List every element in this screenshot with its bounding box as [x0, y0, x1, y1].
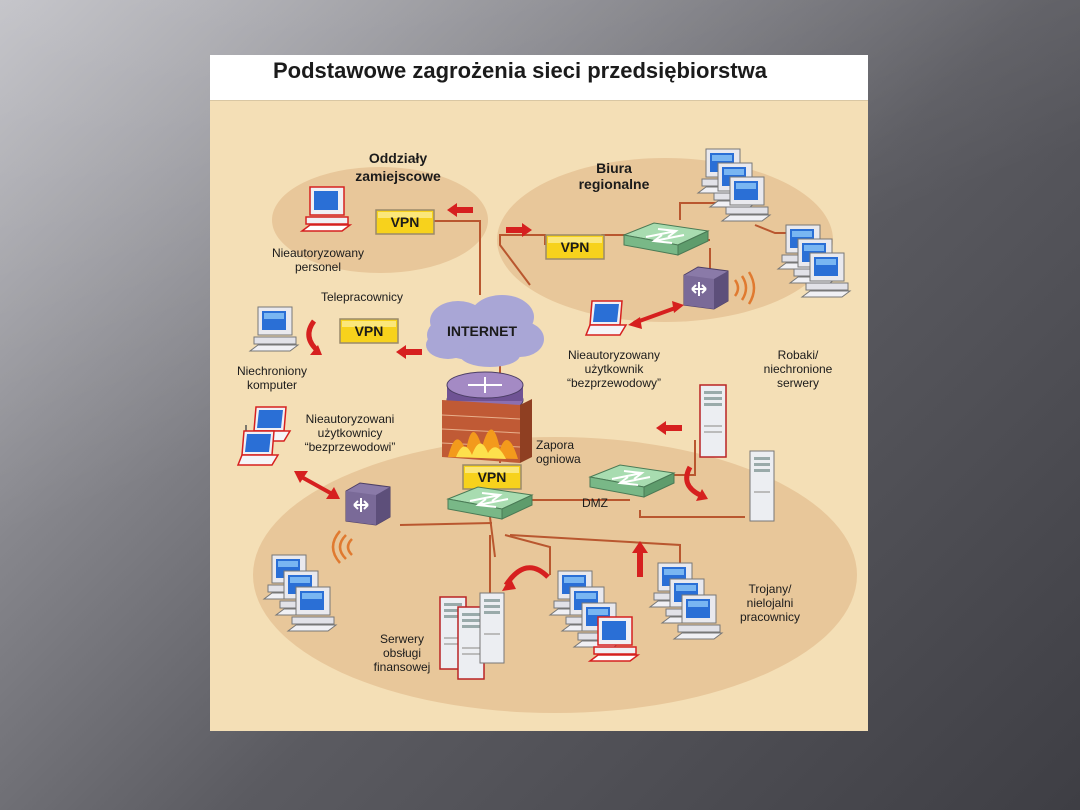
vpn-label-regional: VPN — [561, 239, 590, 255]
wireless-icon — [331, 530, 353, 564]
network-diagram: Oddziały zamiejscowe VPN Nieautoryzowany… — [237, 148, 857, 713]
branch-title-2: zamiejscowe — [355, 168, 441, 184]
arrow-icon — [684, 465, 702, 498]
unauth-wireless-users-2: użytkownicy — [318, 426, 383, 440]
vpn-label-branch: VPN — [391, 214, 420, 230]
finance-servers-1: Serwery — [380, 632, 424, 646]
unauth-wireless-user-2: użytkownik — [585, 362, 645, 376]
corporate-zone — [253, 437, 857, 713]
figure-header: Podstawowe zagrożenia sieci przedsiębior… — [210, 55, 868, 101]
worms-label-3: serwery — [777, 376, 819, 390]
wireless-icon — [733, 271, 756, 305]
unprotected-pc-1: Niechroniony — [237, 364, 307, 378]
dmz-label: DMZ — [582, 496, 608, 510]
unauth-wireless-user-1: Nieautoryzowany — [568, 348, 660, 362]
internet-label: INTERNET — [447, 323, 517, 339]
arrow-icon — [632, 541, 648, 577]
trojans-label-1: Trojany/ — [749, 582, 793, 596]
finance-servers-3: finansowej — [374, 660, 431, 674]
router-icon — [345, 482, 391, 526]
branch-title-1: Oddziały — [369, 150, 428, 166]
arrow-icon — [297, 473, 335, 497]
arrow-icon — [502, 577, 516, 591]
server-icon — [749, 450, 775, 522]
server-icon — [479, 592, 505, 664]
worms-label-1: Robaki/ — [778, 348, 819, 362]
figure-title: Podstawowe zagrożenia sieci przedsiębior… — [273, 58, 767, 83]
firewall-icon — [441, 399, 532, 463]
server-icon — [699, 384, 727, 458]
regional-title-1: Biura — [596, 160, 632, 176]
arrow-icon — [310, 345, 322, 355]
arrow-icon — [628, 317, 642, 329]
firewall-label-1: Zapora — [536, 438, 574, 452]
network-threats-figure: Podstawowe zagrożenia sieci przedsiębior… — [210, 55, 868, 731]
vpn-label-corporate: VPN — [478, 469, 507, 485]
arrow-icon — [326, 487, 340, 499]
finance-servers-2: obsługi — [383, 646, 421, 660]
trojans-label-2: nielojalni — [747, 596, 794, 610]
unauth-wireless-users-1: Nieautoryzowani — [306, 412, 395, 426]
vpn-label-telecommute: VPN — [355, 323, 384, 339]
unauth-personnel-1: Nieautoryzowany — [272, 246, 364, 260]
arrow-icon — [396, 345, 422, 359]
laptop-icon — [237, 430, 279, 466]
router-icon — [683, 266, 729, 310]
telecommuters-label: Telepracownicy — [321, 290, 403, 304]
computer-icon — [249, 306, 299, 352]
regional-title-2: regionalne — [579, 176, 650, 192]
cloud-icon — [426, 295, 544, 367]
arrow-icon — [306, 319, 320, 353]
laptop-icon — [585, 300, 627, 336]
arrow-icon — [633, 305, 679, 325]
worms-label-2: niechronione — [764, 362, 833, 376]
unauth-wireless-users-3: “bezprzewodowi” — [305, 440, 396, 454]
unprotected-pc-2: komputer — [247, 378, 297, 392]
unauth-wireless-user-3: “bezprzewodowy” — [567, 376, 661, 390]
unauth-personnel-2: personel — [295, 260, 341, 274]
arrow-icon — [294, 471, 308, 483]
arrow-icon — [656, 421, 682, 435]
arrow-icon — [696, 489, 708, 501]
firewall-label-2: ogniowa — [536, 452, 581, 466]
arrow-icon — [672, 301, 684, 313]
trojans-label-3: pracownicy — [740, 610, 800, 624]
